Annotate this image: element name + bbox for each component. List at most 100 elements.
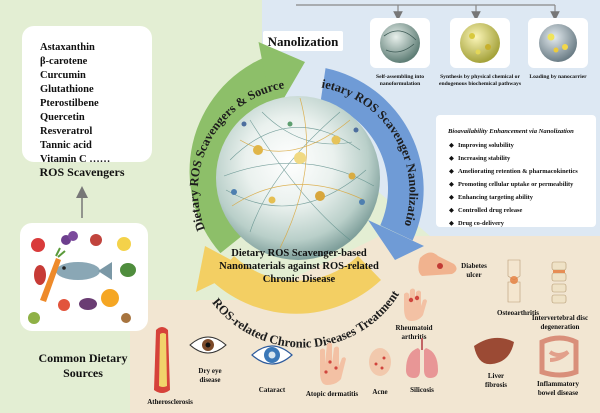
center-caption: Dietary ROS Scavenger-based Nanomaterial… [219, 248, 379, 285]
label-atopic: Atopic dermatitis [306, 390, 359, 398]
nano-card-self-assembly [370, 18, 430, 68]
eggplant-icon [79, 298, 97, 310]
spine-icon [551, 261, 567, 304]
bioavailability-title: Bioavailability Enhancement via Nanoliza… [447, 128, 574, 135]
disease-label: ulcer [466, 271, 481, 279]
sources-title-line2: Sources [63, 366, 103, 380]
disease-label: Intervertebral disc [532, 314, 588, 322]
orange-icon [101, 289, 119, 307]
tomato-icon [58, 299, 70, 311]
yellow-arc-head [196, 246, 246, 292]
cataract-eye-icon [251, 345, 293, 365]
scavenger-item: Astaxanthin [40, 42, 95, 53]
center-line1: Dietary ROS Scavenger-based [231, 248, 367, 259]
scavenger-item: Glutathione [40, 84, 94, 95]
pepper-icon [34, 265, 46, 285]
nano-card-captions: Self-assembling into nanoformulation Syn… [376, 74, 587, 87]
yellow-arc [212, 256, 381, 314]
label-rheumatoid: Rheumatoid arthritis [396, 324, 433, 341]
top-flow-connector [296, 4, 560, 21]
scavenger-list-card [22, 26, 152, 162]
scavenger-list: Astaxanthin β-carotene Curcumin Glutathi… [40, 42, 110, 165]
label-silicosis: Silicosis [410, 386, 434, 394]
nano-card-synthesis [450, 18, 510, 68]
list-item: Enhancing targeting ability [458, 194, 534, 201]
dry-eye-icon [189, 336, 227, 354]
blue-arc-head [368, 220, 424, 260]
blue-arc [320, 68, 424, 241]
central-nanosphere [216, 96, 380, 260]
scavengers-title: ROS Scavengers [40, 165, 125, 179]
berry-icon [90, 234, 102, 246]
green-arc-head [258, 42, 305, 117]
synthesized-nanoparticle-icon [460, 23, 500, 63]
scavenger-item: Resveratrol [40, 126, 92, 137]
scavenger-item: Curcumin [40, 70, 86, 81]
scavenger-item: Pterostilbene [40, 98, 99, 109]
list-bullet: ◆ [449, 194, 454, 201]
broccoli-icon [120, 263, 136, 277]
fish-icon [56, 262, 112, 280]
scavenger-item: β-carotene [40, 56, 88, 67]
nano-caption: nanoformulation [380, 81, 421, 87]
scavenger-item: Quercetin [40, 112, 85, 123]
list-bullet: ◆ [449, 207, 454, 214]
disease-label: bowel disease [538, 389, 578, 397]
disease-label: Rheumatoid [396, 324, 433, 332]
bottom-panel [130, 236, 600, 413]
list-item: Controlled drug release [458, 207, 523, 214]
sources-title-line1: Common Dietary [39, 351, 128, 365]
center-line3: Chronic Disease [263, 274, 336, 285]
self-assembling-nanoparticle-icon [380, 23, 420, 63]
label-liver: Liver fibrosis [485, 372, 507, 389]
label-osteoarthritis: Osteoarthritis [497, 309, 539, 317]
list-item: Promoting cellular uptake or permeabilit… [458, 181, 574, 188]
nano-caption: endogenous biochemical pathways [439, 81, 522, 87]
disease-label: disease [200, 376, 221, 384]
nano-caption: Self-assembling into [376, 74, 424, 80]
liver-icon [474, 337, 514, 365]
carrot-icon [40, 247, 66, 302]
silicosis-lungs-icon [406, 338, 438, 378]
rheumatoid-hand-icon [404, 288, 427, 321]
nut-icon [121, 313, 131, 323]
list-bullet: ◆ [449, 168, 454, 175]
list-item: Ameliorating retention & pharmacokinetic… [458, 168, 578, 175]
list-bullet: ◆ [449, 181, 454, 188]
nano-card-loading [528, 18, 588, 68]
label-dry-eye: Dry eye disease [198, 367, 221, 384]
atopic-dermatitis-hand-icon [320, 342, 346, 385]
disease-label: Liver [488, 372, 504, 380]
list-item: Drug co-delivery [458, 220, 505, 227]
nano-caption: Synthesis by physical chemical or [440, 74, 520, 80]
food-sources-card [20, 223, 148, 331]
list-item: Increasing stability [458, 155, 511, 162]
bioavailability-list: ◆ Improving solubility ◆ Increasing stab… [449, 142, 578, 227]
disease-label: Dry eye [198, 367, 221, 375]
kiwi-icon [28, 312, 40, 324]
lemon-icon [117, 237, 131, 251]
disease-label: Diabetes [461, 262, 487, 270]
bowel-icon [539, 335, 579, 378]
nano-caption: Loading by nanocarrier [529, 74, 587, 80]
list-bullet: ◆ [449, 142, 454, 149]
label-atherosclerosis: Atherosclerosis [147, 398, 193, 406]
nanolization-title-box [263, 31, 343, 51]
nanolization-title: Nanolization [268, 34, 340, 49]
label-acne: Acne [372, 388, 387, 396]
list-bullet: ◆ [449, 155, 454, 162]
list-item: Improving solubility [458, 142, 515, 149]
nanocarrier-icon [539, 24, 577, 62]
label-ivd: Intervertebral disc degeneration [532, 314, 588, 331]
disease-label: Inflammatory [537, 380, 579, 388]
label-ibd: Inflammatory bowel disease [537, 380, 579, 397]
list-bullet: ◆ [449, 220, 454, 227]
scavenger-item: Tannic acid [40, 140, 92, 151]
bioavailability-box [436, 115, 596, 227]
green-arc [189, 57, 275, 254]
center-line2: Nanomaterials against ROS-related [219, 261, 379, 272]
grape-icon [68, 231, 78, 241]
acne-face-icon [369, 348, 391, 376]
